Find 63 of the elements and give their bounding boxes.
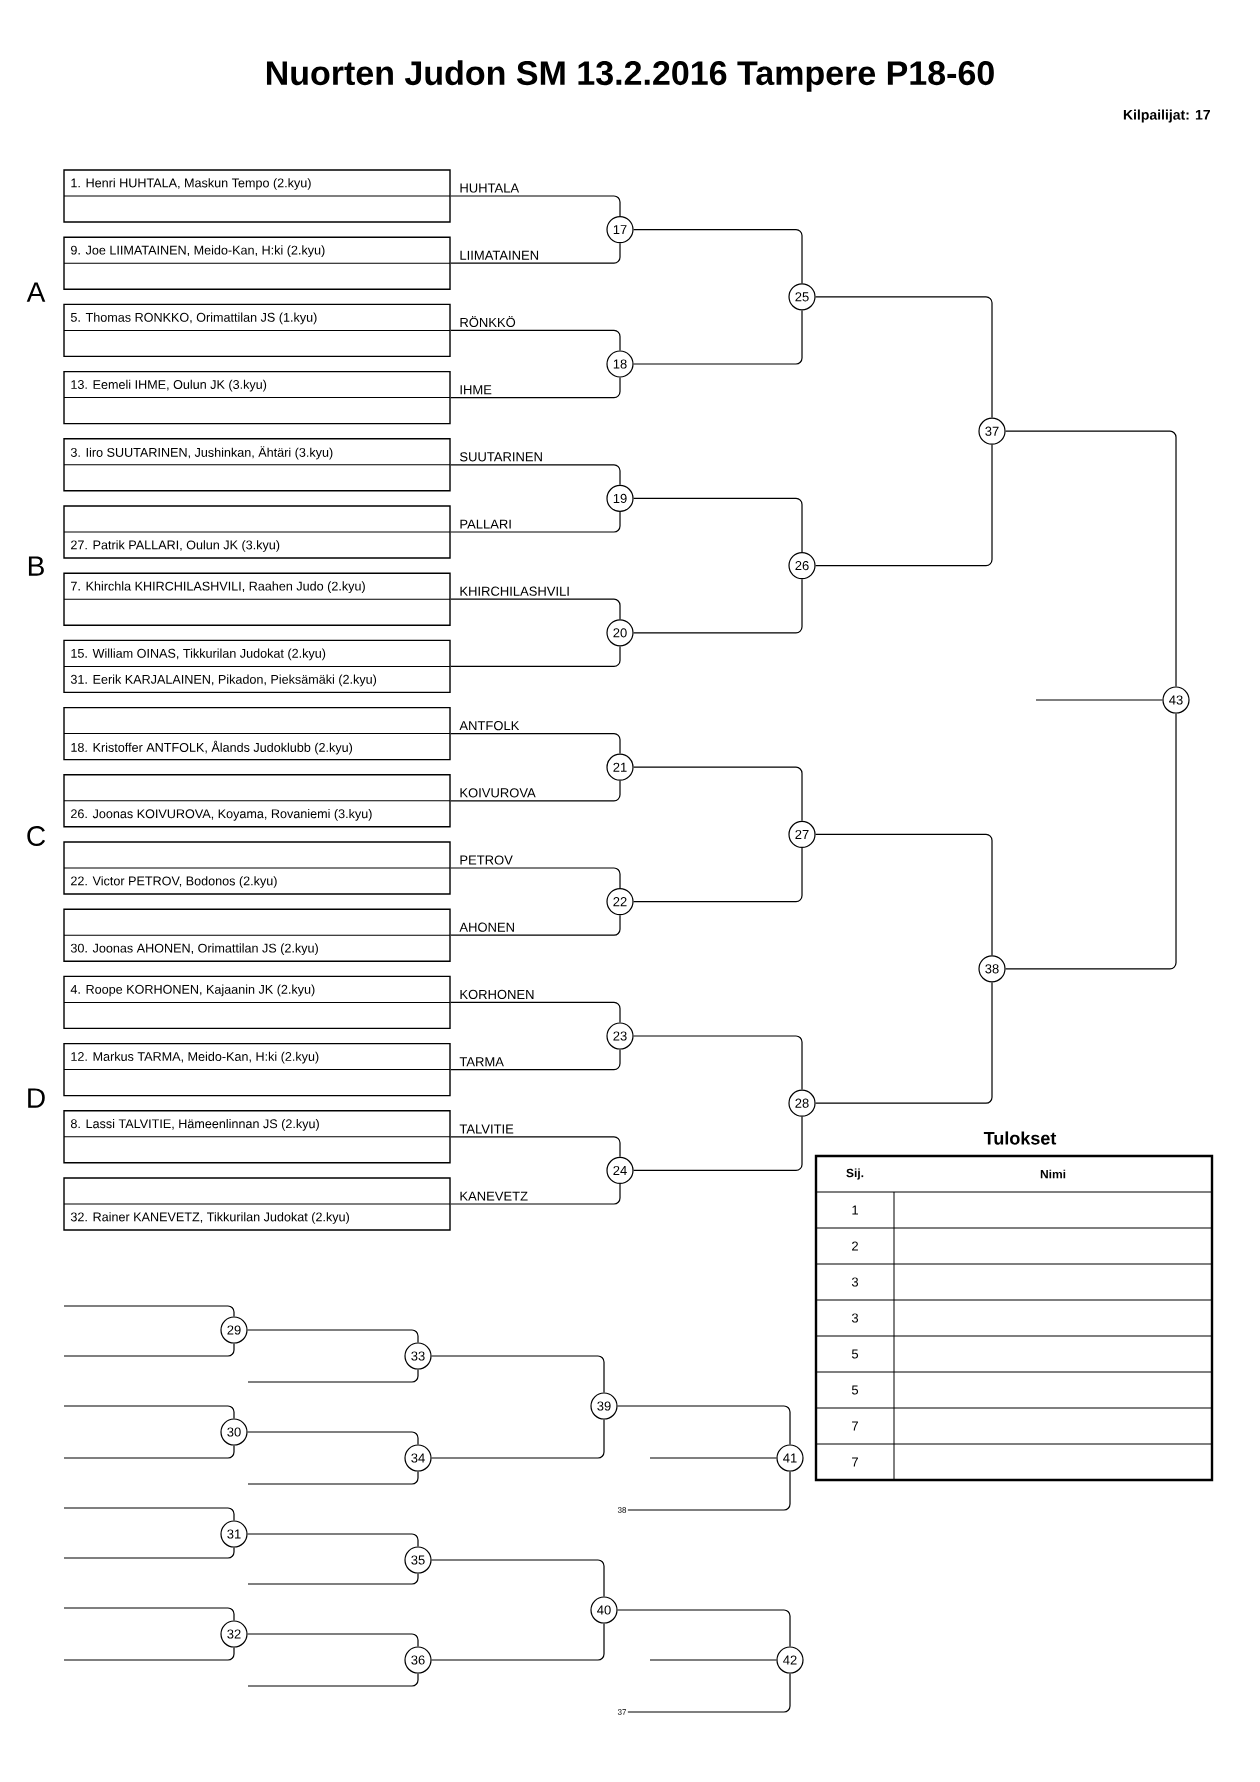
bracket-line	[63, 1343, 235, 1357]
bracket-line	[633, 1116, 803, 1171]
bracket-line	[450, 1183, 621, 1205]
group-letter: D	[28, 1088, 45, 1108]
bracket-line	[450, 733, 621, 755]
bracket-line	[1035, 699, 1163, 701]
bracket-line	[633, 229, 803, 284]
group-letter: A	[26, 282, 46, 302]
bracket-line	[450, 377, 621, 399]
table-heading: Tulokset	[983, 1131, 1057, 1145]
bracket-line	[247, 1471, 419, 1485]
bracket-line	[633, 766, 803, 822]
bracket-line	[431, 1419, 605, 1459]
bracket-line	[431, 1355, 605, 1393]
bracket-line	[247, 1633, 419, 1647]
bracket-line	[450, 1136, 621, 1158]
bracket-line	[247, 1329, 419, 1343]
bracket-line	[431, 1559, 605, 1597]
group-letter: B	[28, 556, 44, 576]
bracket-line	[431, 1623, 605, 1661]
bracket-line	[633, 578, 803, 634]
bracket-line	[450, 1049, 621, 1071]
bracket-line	[247, 1369, 419, 1383]
bracket-line	[63, 1607, 235, 1621]
bracket-line	[617, 1405, 791, 1445]
bracket-line	[63, 1647, 235, 1661]
bracket-line	[649, 1659, 777, 1661]
title: Nuorten Judon SM 13.2.2016 Tampere P18-60	[267, 60, 994, 92]
bracket-line	[450, 242, 621, 264]
bracket-line	[633, 1035, 803, 1091]
bracket-line	[450, 645, 621, 667]
bracket-line	[450, 464, 621, 486]
bracket-line	[450, 195, 621, 217]
bracket-line	[815, 981, 993, 1104]
bracket-line	[247, 1673, 419, 1687]
bracket-line	[450, 914, 621, 936]
bracket-line	[247, 1533, 419, 1547]
bracket-line	[450, 867, 621, 889]
bracket-line	[63, 1507, 235, 1521]
bracket-line	[633, 847, 803, 903]
bracket-line	[633, 309, 803, 365]
bracket-line	[63, 1305, 235, 1317]
bracket-line	[450, 1001, 621, 1023]
bracket-line	[815, 296, 993, 419]
bracket-line	[63, 1445, 235, 1459]
bracket-line	[649, 1457, 777, 1459]
bracket-line	[450, 598, 621, 620]
bracket-line	[633, 497, 803, 553]
bracket-line	[247, 1431, 419, 1445]
bracket-line	[815, 444, 993, 567]
bracket-line	[450, 511, 621, 533]
bracket-line	[815, 833, 993, 956]
bracket-line	[247, 1573, 419, 1585]
bracket-line	[450, 329, 621, 351]
group-letter: C	[27, 826, 46, 846]
bracket-line	[627, 1471, 791, 1511]
bracket-line	[63, 1405, 235, 1419]
bracket-line	[1005, 713, 1177, 970]
bracket-line	[450, 780, 621, 802]
bracket-line	[1005, 430, 1177, 687]
bracket-line	[63, 1547, 235, 1559]
bracket-line	[627, 1673, 791, 1713]
bracket-line	[617, 1609, 791, 1647]
